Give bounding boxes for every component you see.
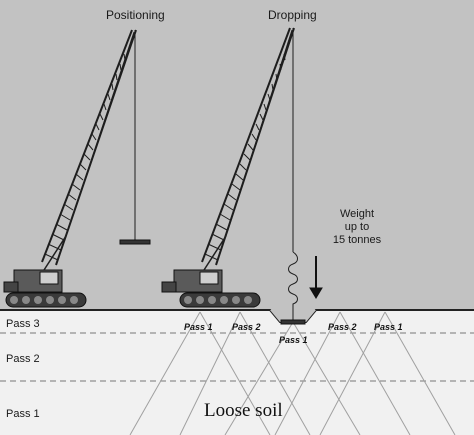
influence-lines [129, 311, 456, 435]
crane-positioning [3, 29, 151, 308]
layer-label-pass-1: Pass 1 [6, 408, 40, 420]
positioning-label: Positioning [106, 8, 165, 22]
sky-background [0, 0, 474, 310]
pass-tag: Pass 1 [374, 322, 403, 332]
pass-tag: Pass 1 [184, 322, 213, 332]
layer-label-pass-2: Pass 2 [6, 353, 40, 365]
weight-line-2: up to [344, 221, 370, 233]
crane-dropping [161, 27, 306, 325]
weight-note: Weight up to 15 tonnes [322, 208, 392, 247]
pass-tag: Pass 1 [279, 335, 308, 345]
weight-line-3: 15 tonnes [332, 234, 382, 246]
dropping-label: Dropping [268, 8, 317, 22]
pass-tag: Pass 2 [232, 322, 261, 332]
soil-label: Loose soil [204, 400, 283, 421]
layer-label-pass-3: Pass 3 [6, 318, 40, 330]
pass-tag: Pass 2 [328, 322, 357, 332]
weight-line-1: Weight [339, 208, 375, 220]
falling-arrow [309, 256, 323, 299]
